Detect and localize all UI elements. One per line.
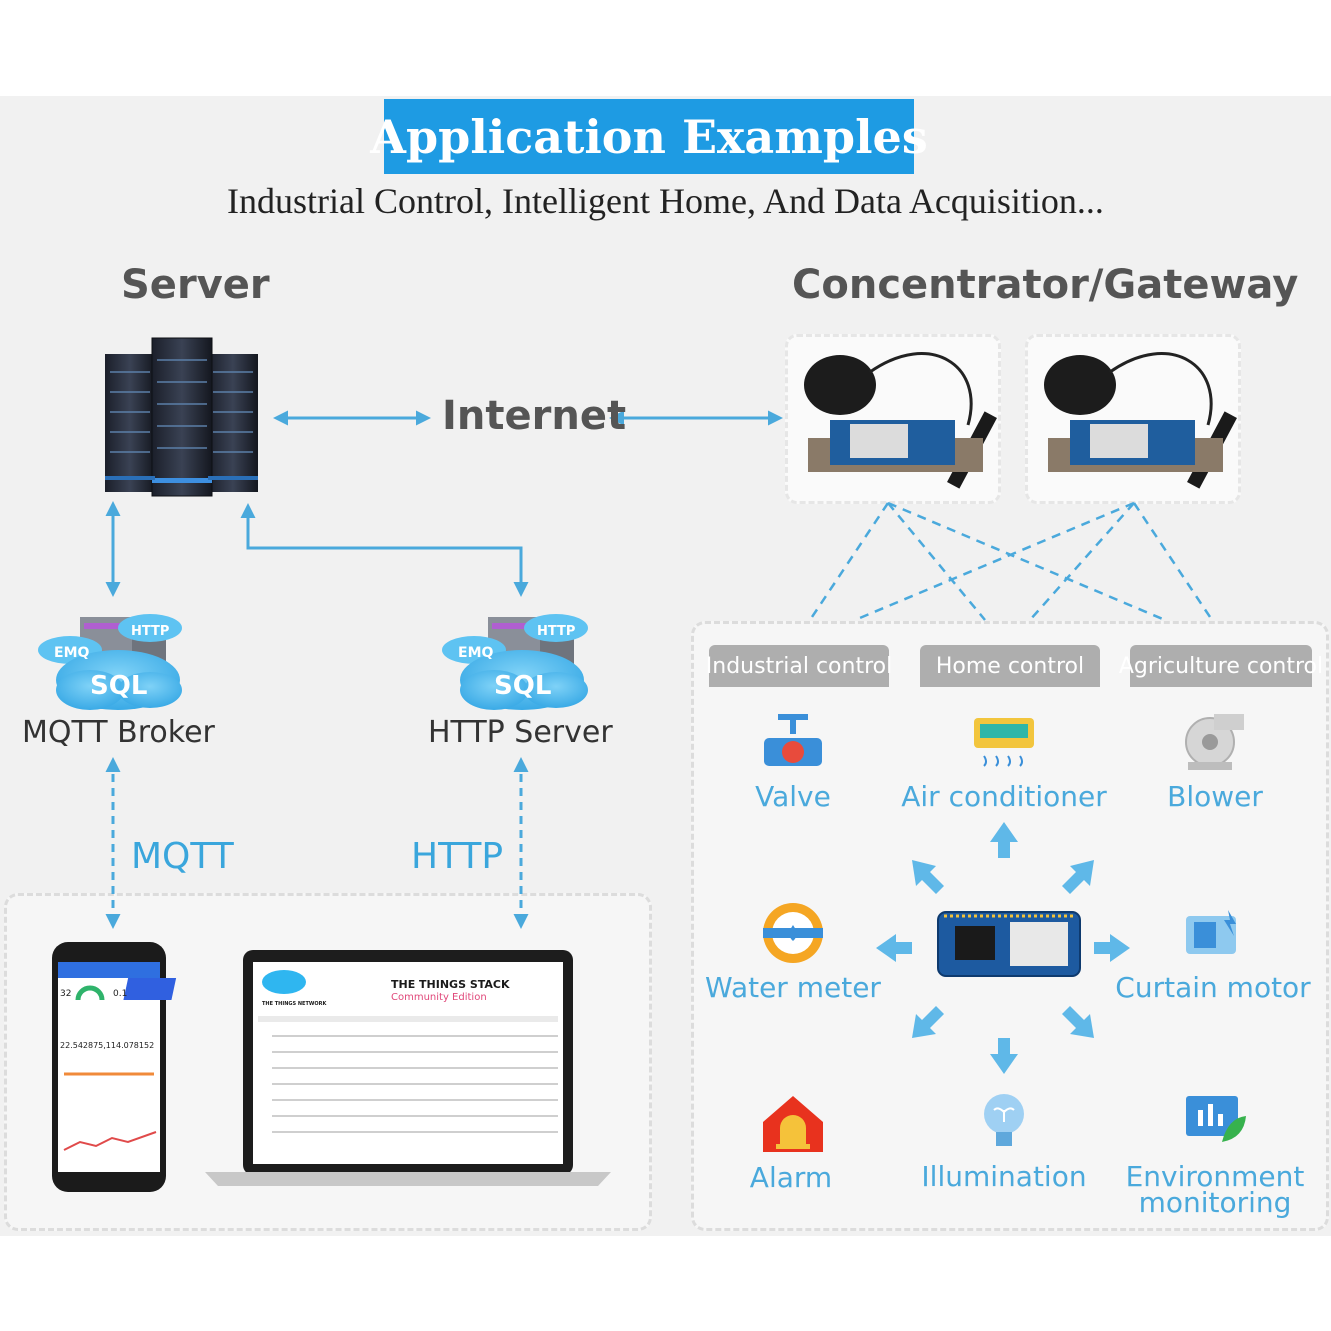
internet-label: Internet — [442, 393, 627, 439]
laptop-edition-text: Community Edition — [391, 992, 487, 1003]
server-rack-icon — [105, 337, 258, 497]
mqtt-label: MQTT — [131, 836, 234, 877]
laptop-ttn-text: THE THINGS NETWORK — [262, 1001, 327, 1007]
server-heading: Server — [121, 262, 270, 308]
laptop-brand-text: THE THINGS STACK — [391, 978, 510, 991]
wireless-links — [808, 501, 1214, 622]
smartphone-icon — [52, 942, 166, 1192]
mqtt-sql-text: SQL — [90, 671, 147, 701]
blower-label: Blower — [1167, 780, 1263, 813]
lora-node-board-icon — [937, 911, 1081, 977]
http-emq-text: EMQ — [458, 645, 493, 661]
title-banner: Application Examples — [370, 99, 928, 174]
http-server-cloud-icon — [442, 614, 588, 710]
tab-agriculture-control: Agriculture control — [1119, 645, 1323, 687]
phone-reading-2: 32 — [60, 989, 71, 999]
phone-reading-text: 22.542875,114.078152 — [60, 1041, 154, 1050]
gateway-heading: Concentrator/Gateway — [792, 262, 1299, 308]
water-meter-label: Water meter — [705, 971, 881, 1004]
node-radiating-arrows — [876, 822, 1130, 1074]
tab-home-control: Home control — [920, 645, 1100, 687]
mqtt-emq-text: EMQ — [54, 645, 89, 661]
laptop-icon — [123, 950, 611, 1186]
valve-label: Valve — [755, 780, 831, 813]
environment-label-line2: monitoring — [1138, 1186, 1292, 1219]
gateway-hardware-1 — [804, 352, 997, 489]
blower-icon — [1185, 714, 1244, 770]
illumination-label: Illumination — [921, 1160, 1087, 1193]
mqtt-broker-label: MQTT Broker — [22, 715, 215, 750]
mqtt-http-text: HTTP — [131, 624, 169, 639]
air-conditioner-icon — [974, 718, 1034, 767]
http-server-label: HTTP Server — [428, 715, 613, 750]
water-meter-icon — [763, 903, 823, 963]
curtain-motor-label: Curtain motor — [1115, 971, 1311, 1004]
page-subtitle: Industrial Control, Intelligent Home, An… — [227, 181, 1104, 221]
alarm-icon — [763, 1096, 823, 1152]
illumination-icon — [984, 1094, 1024, 1146]
environment-monitoring-icon — [1186, 1096, 1246, 1142]
curtain-motor-icon — [1186, 910, 1236, 954]
tab-industrial-control: Industrial control — [706, 645, 892, 687]
environment-label-line1: Environment — [1125, 1160, 1305, 1193]
alarm-label: Alarm — [749, 1161, 833, 1194]
http-label: HTTP — [411, 836, 504, 877]
http-sql-text: SQL — [494, 671, 551, 701]
gateway-hardware-2 — [1044, 352, 1237, 489]
http-http-text: HTTP — [537, 624, 575, 639]
valve-icon — [764, 714, 822, 766]
phone-reading-3: 0.1 — [113, 989, 127, 999]
air-conditioner-label: Air conditioner — [901, 780, 1107, 813]
page-title: Application Examples — [370, 109, 928, 164]
mqtt-broker-cloud-icon — [38, 614, 182, 710]
